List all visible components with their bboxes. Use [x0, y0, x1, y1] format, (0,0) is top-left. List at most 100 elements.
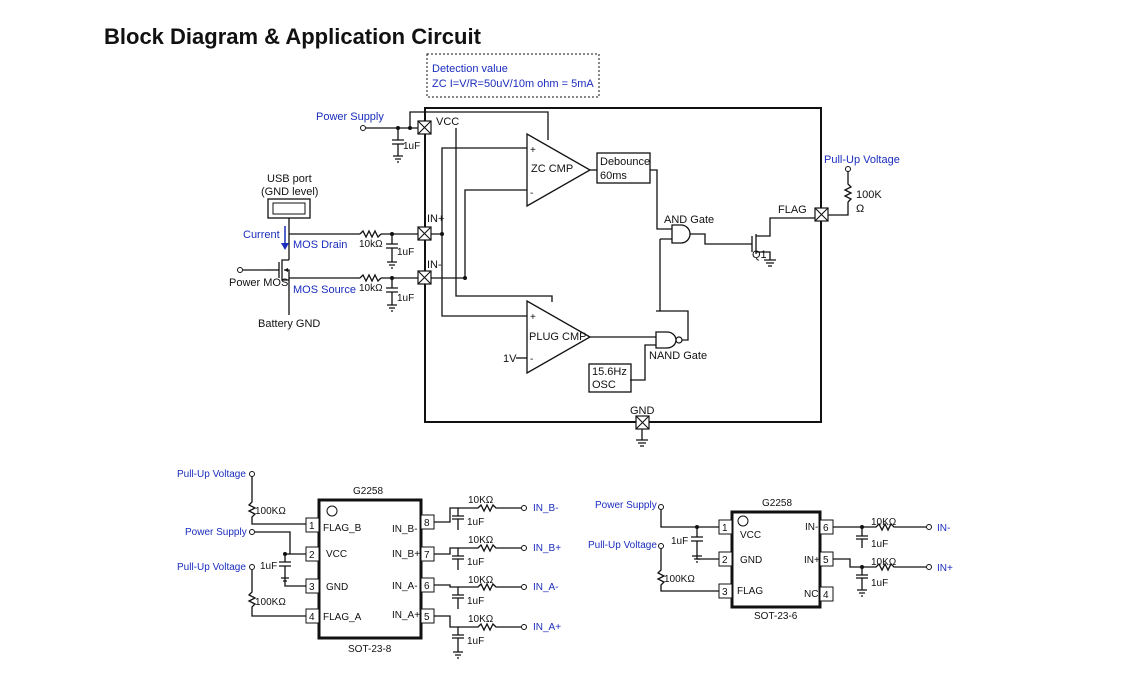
flag-label: FLAG [778, 204, 807, 216]
current-label: Current [243, 229, 280, 241]
vcc-cap-label: 1uF [403, 141, 420, 152]
sot8-out1-net: IN_B- [533, 503, 559, 514]
pullup-res-label-1: 100K [856, 189, 882, 201]
sot6-pin5-name: IN+ [804, 555, 820, 566]
usb-port-icon [267, 198, 311, 219]
res-a-label: 10kΩ [359, 239, 383, 250]
block-diagram: Detection value ZC I=V/R=50uV/10m ohm = … [229, 53, 900, 447]
pullup-voltage-label: Pull-Up Voltage [824, 154, 900, 166]
and-gate-label: AND Gate [664, 214, 714, 226]
sot23-6-application: G2258 SOT-23-6 1 VCC 2 GND 3 FLAG 6 IN- … [588, 498, 953, 622]
sot6-cap-label: 1uF [671, 536, 688, 547]
nand-gate-icon [655, 331, 683, 349]
battery-gnd-label: Battery GND [258, 318, 320, 330]
sot6-out2-cap: 1uF [871, 578, 888, 589]
sot6-pin2-num: 2 [722, 555, 728, 566]
sot6-pin3-num: 3 [722, 587, 728, 598]
plug-plus-label: + [530, 312, 536, 323]
sot8-pin2-num: 2 [309, 550, 315, 561]
sot8-out3-cap: 1uF [467, 596, 484, 607]
zc-plus-label: + [530, 145, 536, 156]
sot6-out2-net: IN+ [937, 563, 953, 574]
sot6-pin1-num: 1 [722, 523, 728, 534]
sot8-pin8-name: IN_B- [392, 524, 418, 535]
sot6-pin2-name: GND [740, 555, 762, 566]
sot6-res-label: 100KΩ [664, 574, 695, 585]
vcc-pin-label: VCC [436, 116, 459, 128]
sot6-out1-net: IN- [937, 523, 950, 534]
plug-comparator [526, 299, 592, 375]
sot6-pullup-label: Pull-Up Voltage [588, 540, 657, 551]
sot8-filter-b-minus [434, 503, 527, 528]
in-minus-pin [417, 270, 432, 285]
sot8-cap-label: 1uF [260, 561, 277, 572]
sot8-filter-a-plus [434, 528, 527, 659]
gnd-pin [635, 415, 650, 430]
osc-label: OSC [592, 379, 616, 391]
sot8-power-supply-label: Power Supply [185, 527, 247, 538]
sot23-6-chip [730, 510, 822, 609]
page-title: Block Diagram & Application Circuit [104, 24, 481, 49]
sot8-pin5-name: IN_A+ [392, 610, 420, 621]
in-minus-label: IN- [427, 259, 442, 271]
cap-b-label: 1uF [397, 293, 414, 304]
pin1-marker [326, 505, 338, 517]
sot8-res1-label: 100KΩ [255, 506, 286, 517]
sot8-filter-b-plus [434, 543, 527, 568]
osc-block [588, 363, 632, 393]
sot6-pin6-num: 6 [823, 523, 829, 534]
power-mos-label: Power MOS [229, 277, 288, 289]
sot8-package-label: SOT-23-8 [348, 644, 392, 655]
gnd-pin-label: GND [630, 405, 655, 417]
sot8-out2-cap: 1uF [467, 557, 484, 568]
sot8-out2-res: 10KΩ [468, 535, 494, 546]
power-supply-label: Power Supply [316, 111, 384, 123]
sot6-chip-name: G2258 [762, 498, 792, 509]
sot8-pin8-num: 8 [424, 518, 430, 529]
zc-minus-label: - [530, 188, 533, 199]
detection-note-box [426, 53, 600, 98]
sot8-pin7-num: 7 [424, 550, 430, 561]
sot6-pin4-num: 4 [823, 590, 829, 601]
sot8-pullup2-label: Pull-Up Voltage [177, 562, 246, 573]
sot8-out4-cap: 1uF [467, 636, 484, 647]
sot8-pin3-num: 3 [309, 582, 315, 593]
sot6-pin6-name: IN- [805, 522, 818, 533]
sot8-pin2-name: VCC [326, 549, 347, 560]
power-mos-icon [266, 259, 290, 281]
sot6-filter-in-minus [833, 522, 932, 548]
detection-note-line1: Detection value [432, 63, 508, 75]
sot8-out1-res: 10KΩ [468, 495, 494, 506]
zc-comparator [526, 132, 592, 208]
usb-port-label: USB port [267, 173, 312, 185]
in-plus-label: IN+ [427, 213, 444, 225]
in-plus-pin [417, 226, 432, 241]
flag-pin [814, 207, 829, 222]
vcc-pin [417, 120, 432, 135]
debounce-label-1: Debounce [600, 156, 650, 168]
sot23-8-chip [317, 498, 423, 640]
sot6-pin5-num: 5 [823, 555, 829, 566]
and-gate-icon [671, 224, 691, 244]
usb-gnd-level-label: (GND level) [261, 186, 318, 198]
sot8-pin4-name: FLAG_A [323, 612, 362, 623]
zc-cmp-label: ZC CMP [531, 163, 573, 175]
sot6-pin1-name: VCC [740, 530, 761, 541]
sot8-pin5-num: 5 [424, 612, 430, 623]
sot8-pin4-num: 4 [309, 612, 315, 623]
sot8-out4-net: IN_A+ [533, 622, 561, 633]
sot8-pin6-num: 6 [424, 581, 430, 592]
plug-cmp-label: PLUG CMP [529, 331, 586, 343]
q1-label: Q1 [752, 249, 767, 261]
sot8-filter-a-minus [434, 582, 527, 607]
detection-note-line2: ZC I=V/R=50uV/10m ohm = 5mA [432, 78, 594, 90]
sot8-out3-net: IN_A- [533, 582, 559, 593]
sot6-package-label: SOT-23-6 [754, 611, 798, 622]
sot8-pin7-name: IN_B+ [392, 549, 420, 560]
usb-port-inner [272, 202, 306, 215]
nand-gate-label: NAND Gate [649, 350, 707, 362]
mos-source-label: MOS Source [293, 284, 356, 296]
pin1-marker-6 [737, 515, 749, 527]
ref-1v-label: 1V [503, 353, 517, 365]
